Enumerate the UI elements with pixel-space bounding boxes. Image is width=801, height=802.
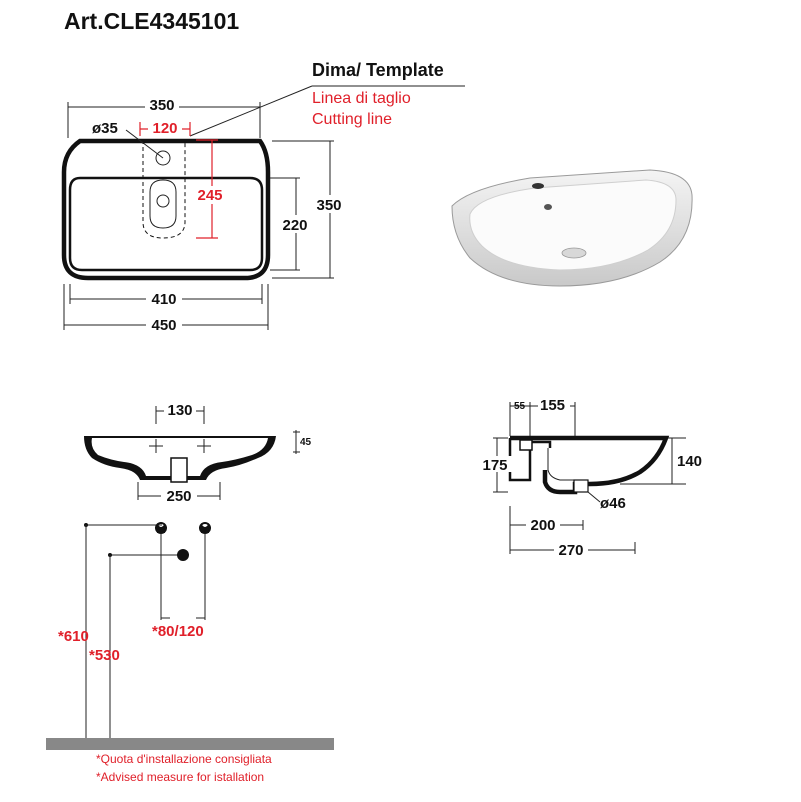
- dim-130-taps: 130: [167, 402, 192, 419]
- water-connection-icon: [201, 523, 209, 533]
- template-heading: Dima/ Template: [312, 60, 444, 80]
- front-view: 130 45 250: [84, 402, 312, 505]
- label-bg: [312, 195, 348, 213]
- dim-450-outer-width: 450: [151, 317, 176, 334]
- article-code: Art.CLE4345101: [64, 8, 239, 34]
- cutting-line-dashed: [142, 140, 186, 239]
- dim-245-cut-depth: 245: [197, 187, 222, 204]
- basin-product-image: [451, 169, 693, 287]
- dim-410-inner-width: 410: [151, 291, 176, 308]
- dim-175: 175: [482, 457, 507, 474]
- dim-waste-diameter: ø46: [600, 495, 626, 512]
- top-view: 350 ø35 120 245 220 350 410: [61, 97, 348, 334]
- dim-350-width: 350: [149, 97, 174, 114]
- dim-220-inner-depth: 220: [282, 217, 307, 234]
- install-tap-offset: *80/120: [152, 623, 204, 640]
- dim-55: 55: [514, 401, 526, 412]
- dim-350-depth: 350: [316, 197, 341, 214]
- template-leader: [189, 85, 313, 137]
- label-bg: [278, 215, 314, 233]
- installation-diagram: *610 *530 *80/120: [46, 522, 334, 750]
- tap-hole-circle: [155, 150, 171, 166]
- dim-140: 140: [677, 453, 702, 470]
- cutting-line-it: Linea di taglio: [312, 90, 411, 107]
- footnote-it: *Quota d'installazione consigliata: [96, 752, 272, 766]
- basin-front-inner: [91, 438, 268, 476]
- dim-hole-diameter: ø35: [92, 120, 118, 137]
- hole-leader: [125, 129, 164, 159]
- side-section-view: 55 155 175 140 ø46 200 270: [478, 397, 710, 559]
- basin-side-profile: [510, 435, 670, 495]
- footnote-en: *Advised measure for istallation: [96, 770, 264, 784]
- label-bg: [146, 290, 182, 306]
- waste-outlet: [177, 549, 189, 561]
- label-bg: [145, 97, 179, 113]
- dim-45-rim: 45: [300, 437, 312, 448]
- dim-270: 270: [558, 542, 583, 559]
- install-height-610: *610: [58, 628, 89, 645]
- bowl-outline-top: [68, 176, 264, 272]
- label-bg: [148, 118, 182, 134]
- water-connection-icon: [157, 523, 165, 533]
- overflow-hole: [156, 194, 170, 208]
- waste-pipe-front: [170, 457, 188, 483]
- dim-155: 155: [540, 397, 565, 414]
- overflow-slot: [149, 179, 177, 229]
- dim-120-offset: 120: [152, 120, 177, 137]
- basin-outline-top: [61, 138, 271, 281]
- install-height-530: *530: [89, 647, 120, 664]
- label-bg: [146, 316, 182, 332]
- cutting-line-en: Cutting line: [312, 111, 392, 128]
- dim-250-brackets: 250: [166, 488, 191, 505]
- floor-line: [46, 738, 334, 750]
- label-bg: [194, 186, 226, 204]
- dim-200: 200: [530, 517, 555, 534]
